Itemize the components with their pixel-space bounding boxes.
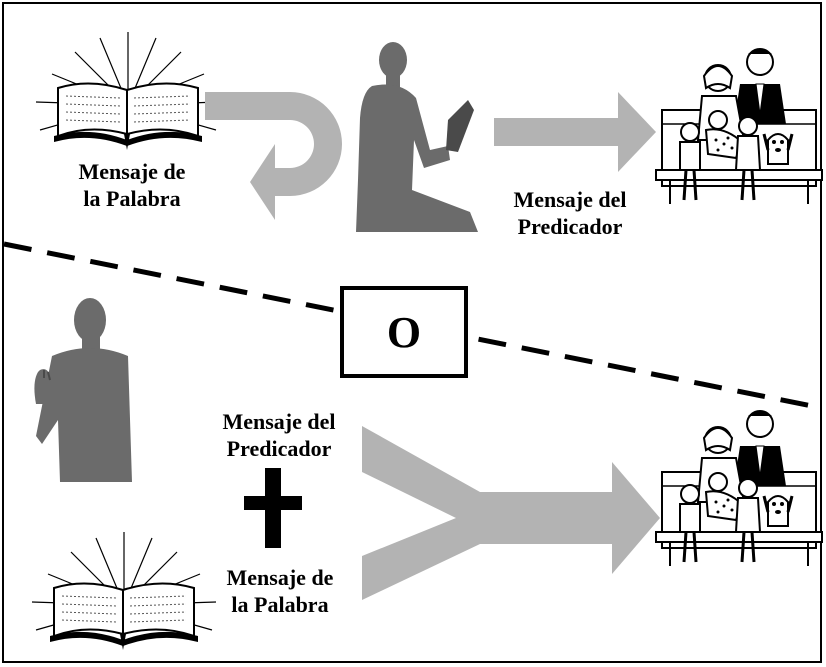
word-message-line-1: Mensaje de bbox=[78, 159, 186, 184]
preacher-silhouette-gesturing bbox=[34, 298, 132, 482]
preacher-message-line-1: Mensaje del bbox=[222, 409, 336, 434]
preacher-message-line-1: Mensaje del bbox=[513, 187, 627, 212]
word-message-line-2: la Palabra bbox=[231, 592, 329, 617]
word-message-line-1: Mensaje de bbox=[226, 565, 334, 590]
preacher-message-label-top: Mensaje del Predicador bbox=[490, 186, 650, 240]
preacher-message-line-2: Predicador bbox=[226, 436, 332, 461]
preacher-silhouette-reading bbox=[356, 42, 478, 232]
family-on-pew-icon-bottom bbox=[655, 410, 823, 566]
word-message-label-bottom: Mensaje de la Palabra bbox=[200, 564, 360, 618]
or-label: O bbox=[386, 307, 422, 357]
preacher-message-label-bottom: Mensaje del Predicador bbox=[194, 408, 364, 462]
straight-arrow-top bbox=[494, 92, 656, 172]
word-message-label-top: Mensaje de la Palabra bbox=[52, 158, 212, 212]
bible-icon-bottom bbox=[31, 532, 217, 650]
or-box: O bbox=[340, 286, 468, 378]
preacher-message-line-2: Predicador bbox=[517, 214, 623, 239]
bible-icon-top bbox=[35, 32, 221, 150]
family-on-pew-icon-top bbox=[655, 48, 823, 204]
curved-arrow bbox=[205, 92, 342, 220]
word-message-line-2: la Palabra bbox=[83, 186, 181, 211]
plus-cross-icon bbox=[244, 468, 302, 548]
merging-arrow bbox=[362, 426, 660, 600]
